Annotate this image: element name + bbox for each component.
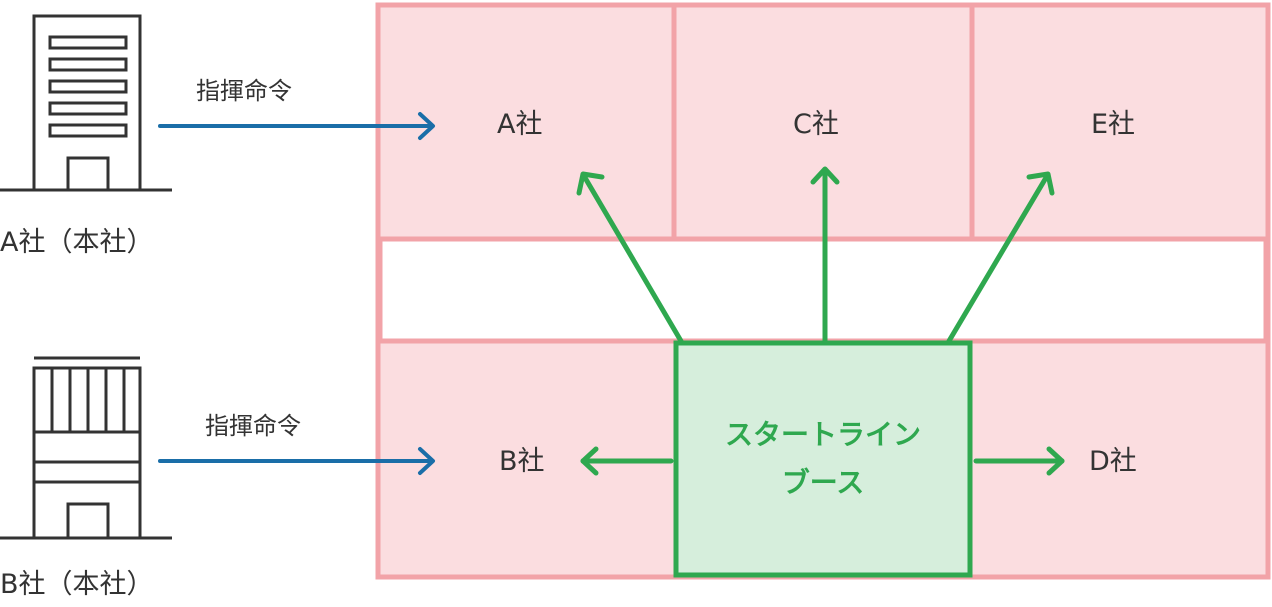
zone-label-c: C社 — [793, 109, 839, 140]
zone-label-d: D社 — [1089, 446, 1137, 477]
booth-label-line1: スタートライン — [724, 418, 921, 451]
building-b-icon — [0, 356, 172, 540]
arrow-to-d — [973, 446, 1065, 476]
command-label-a: 指揮命令 — [196, 77, 292, 105]
arrow-to-b — [580, 446, 674, 476]
zone-label-e: E社 — [1091, 109, 1136, 140]
booth-label: スタートライン ブース — [676, 343, 970, 575]
command-label-b: 指揮命令 — [205, 412, 301, 440]
building-a-icon — [0, 14, 172, 192]
command-arrow-a — [158, 112, 435, 140]
hq-a-label: A社（本社） — [0, 227, 154, 258]
zone-label-b: B社 — [499, 446, 545, 477]
arrow-to-a — [576, 171, 684, 344]
hq-b-label: B社（本社） — [0, 569, 154, 600]
zone-label-a: A社 — [497, 109, 543, 140]
arrow-to-c — [810, 166, 840, 344]
arrow-to-e — [946, 171, 1055, 344]
startline-booth — [673, 340, 973, 578]
booth-label-line2: ブース — [781, 466, 865, 499]
command-arrow-b — [158, 447, 435, 475]
